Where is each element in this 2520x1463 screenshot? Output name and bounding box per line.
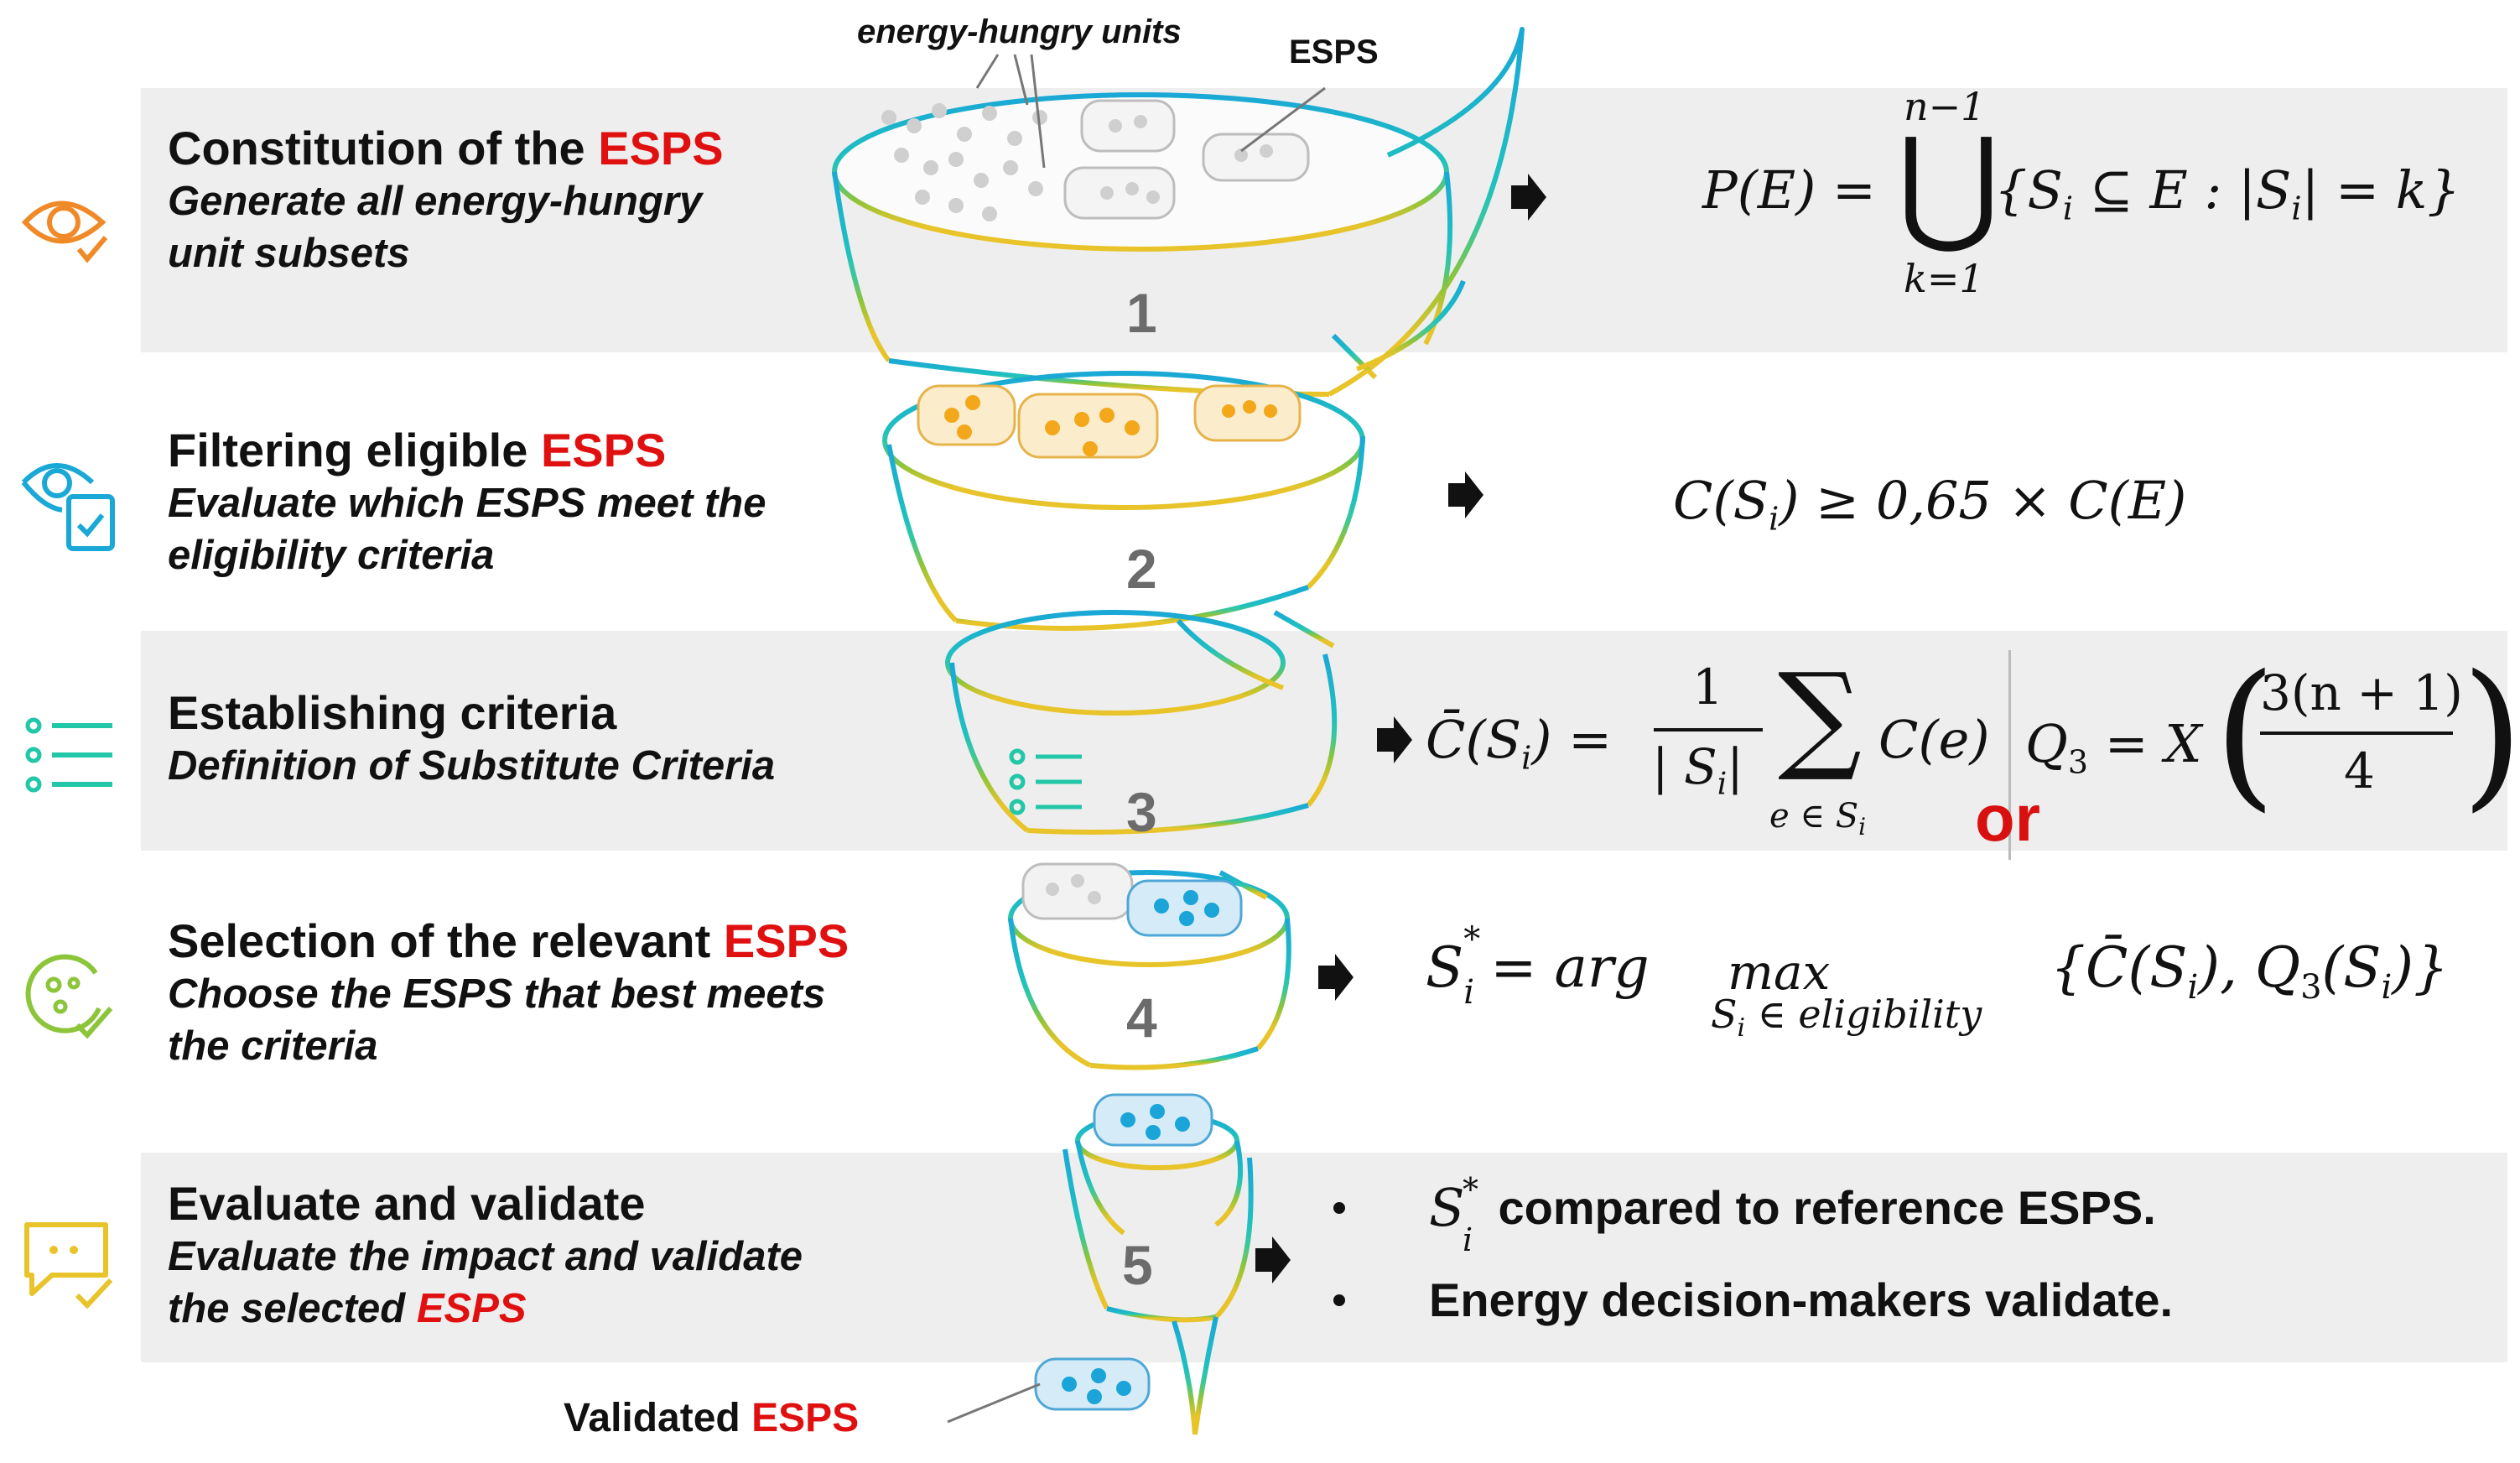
formula-3-numerator: 1 xyxy=(1692,659,1723,716)
bullet-2-text: Energy decision-makers validate. xyxy=(1429,1273,2174,1326)
bullet-dot xyxy=(1333,1202,1345,1214)
bullet-1-text: compared to reference ESPS. xyxy=(1498,1181,2156,1234)
step-2-title: Filtering eligible ESPS xyxy=(168,424,667,476)
step-1-title: Constitution of the ESPS xyxy=(168,122,724,174)
step-number-2: 2 xyxy=(1126,538,1157,600)
fraction-bar xyxy=(1654,728,1763,732)
eye-clipboard-icon xyxy=(21,463,115,551)
list-icon xyxy=(25,717,112,793)
band-step-5 xyxy=(141,1153,2507,1362)
energy-hungry-units-label: energy-hungry units xyxy=(857,13,1182,50)
formula-4-rhs: {C̄(Si), Q3(Si)} xyxy=(2050,935,2450,1007)
funnel-list-icon xyxy=(1009,748,1082,815)
formula-4-max: max xyxy=(1728,944,1831,1001)
step-4-title: Selection of the relevant ESPS xyxy=(168,914,850,967)
formula-3-term: C(e) xyxy=(1878,709,1990,770)
bullet-1: S*i compared to reference ESPS. xyxy=(1333,1162,2173,1258)
arrow-icon-5 xyxy=(1255,1237,1291,1283)
formula-argmax: S*i= arg max Si ∈ eligibility {C̄(Si), Q… xyxy=(1426,920,2507,1057)
eye-check-icon xyxy=(21,200,108,263)
formula-4-under: Si ∈ eligibility xyxy=(1711,992,1982,1044)
step-5-text: Evaluate and validate Evaluate the impac… xyxy=(168,1177,803,1335)
validated-esps-label: Validated ESPS xyxy=(564,1396,860,1440)
formula-3b-denominator: 4 xyxy=(2344,742,2375,799)
formula-1-rhs: {Si ⊆ E : |Si| = k} xyxy=(1994,159,2460,227)
formula-third-quartile: Q3 = X ( 3(n + 1) 4 ) xyxy=(2025,654,2520,822)
union-symbol: ⋃ xyxy=(1897,112,2001,258)
bullet-1-symbol: S*i xyxy=(1429,1171,1478,1258)
step-number-1: 1 xyxy=(1126,282,1157,344)
step-5-title: Evaluate and validate xyxy=(168,1177,646,1230)
esps-top-label: ESPS xyxy=(1289,34,1379,70)
step-3-title: Establishing criteria xyxy=(168,686,617,739)
formula-mean-criterion: C̄(Si) = 1 | Si| ∑ e ∈ Si C(e) xyxy=(1426,654,2029,856)
step-2-text: Filtering eligible ESPS Evaluate which E… xyxy=(168,424,766,581)
esps-capsules-ring2 xyxy=(917,384,1302,459)
arrow-icon-4 xyxy=(1318,954,1354,1001)
step-number-5: 5 xyxy=(1122,1234,1153,1296)
formula-power-set: P(E) = n−1 ⋃ k=1 {Si ⊆ E : |Si| = k} xyxy=(1702,84,2460,310)
step-1-text: Constitution of the ESPS Generate all en… xyxy=(168,122,724,279)
formula-3b-numerator: 3(n + 1) xyxy=(2260,664,2463,721)
formula-eligibility: C(Si) ≥ 0,65 × C(E) xyxy=(1673,470,2187,538)
step-3-text: Establishing criteria Definition of Subs… xyxy=(168,686,775,792)
step-4-text: Selection of the relevant ESPS Choose th… xyxy=(168,914,849,1072)
formula-4-lhs: S*i= arg xyxy=(1426,920,1650,1012)
band-step-3 xyxy=(141,631,2507,851)
formula-1-upper: n−1 xyxy=(1904,84,1986,129)
step-number-3: 3 xyxy=(1126,781,1157,843)
step-number-4: 4 xyxy=(1126,987,1157,1049)
formula-1-lhs: P(E) = xyxy=(1702,159,1877,221)
fraction-bar-q3 xyxy=(2260,732,2453,735)
esps-capsules-top xyxy=(1063,99,1310,220)
arrow-icon-2 xyxy=(1448,471,1483,518)
target-check-icon xyxy=(25,954,113,1039)
chat-check-icon xyxy=(24,1222,113,1309)
sum-symbol: ∑ xyxy=(1778,648,1862,785)
validation-bullets: S*i compared to reference ESPS. Energy d… xyxy=(1333,1162,2173,1346)
or-label: or xyxy=(1975,781,2040,855)
formula-3b-lhs: Q3 = X xyxy=(2025,713,2202,781)
formula-1-lower: k=1 xyxy=(1904,256,1984,301)
right-paren: ) xyxy=(2461,641,2520,826)
esps-capsules-ring4 xyxy=(1021,862,1134,920)
bullet-2: Energy decision-makers validate. xyxy=(1333,1254,2173,1346)
arrow-icon-3 xyxy=(1377,716,1412,763)
formula-3-sum-index: e ∈ Si xyxy=(1769,797,1867,841)
step-3-subtitle: Definition of Substitute Criteria xyxy=(168,743,776,789)
formula-3-lhs: C̄(Si) = xyxy=(1426,709,1613,777)
formula-3-denominator: | Si| xyxy=(1652,738,1743,802)
arrow-icon-1 xyxy=(1511,174,1546,221)
bullet-dot xyxy=(1333,1294,1345,1306)
formula-divider xyxy=(2008,650,2011,860)
